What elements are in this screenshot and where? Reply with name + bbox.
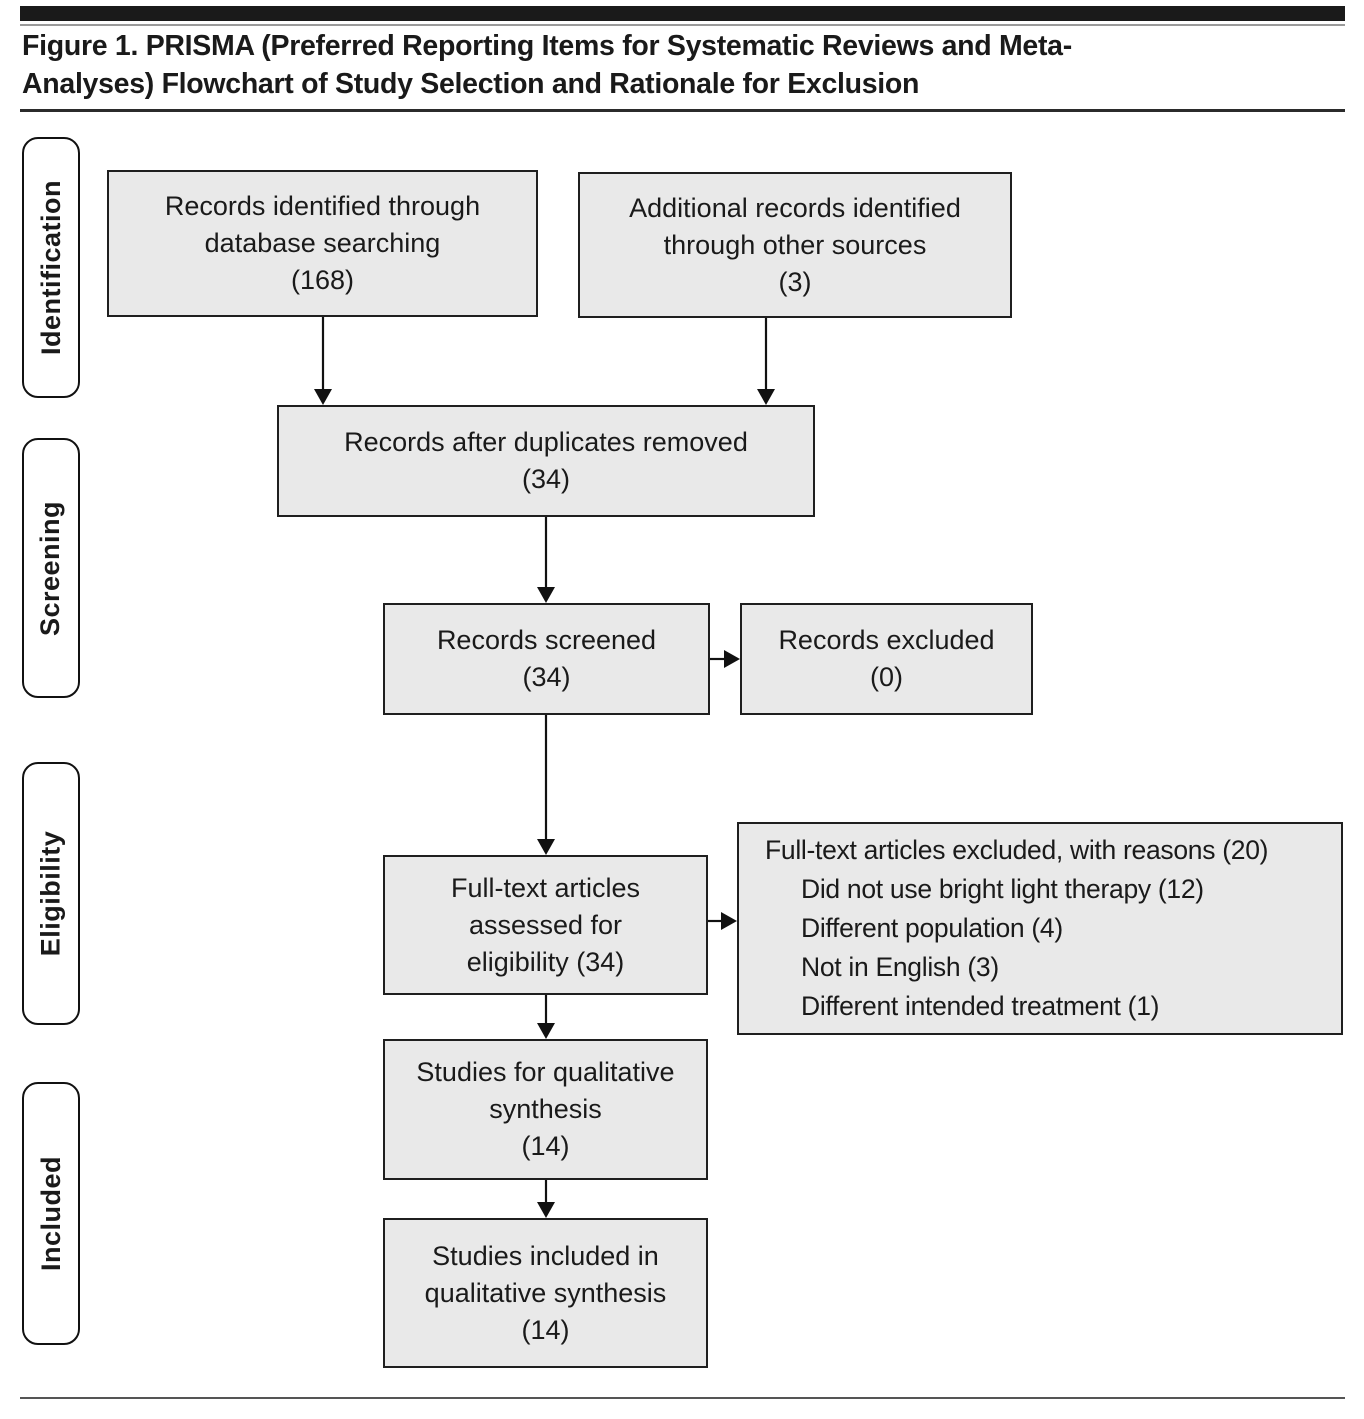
header-bar-hairline [20,24,1345,26]
box-text-line: Full-text articles [450,872,641,903]
bottom-rule [20,1397,1345,1399]
flow-box-records-screened: Records screened (34) [383,603,710,715]
box-text-line: qualitative synthesis [424,1277,667,1308]
exclusion-heading: Full-text articles excluded, with reason… [765,835,1269,865]
box-text-line: (14) [521,1314,570,1345]
box-text-line: (0) [870,662,903,692]
exclusion-reason: Did not use bright light therapy (12) [801,874,1204,904]
exclusion-reason: Different intended treatment (1) [801,991,1160,1021]
box-text-line: Records screened [436,625,657,655]
figure-title: Figure 1. PRISMA (Preferred Reporting It… [22,27,1352,103]
arrow-fulltext-to-exclusions [708,912,737,930]
arrow-fulltext-to-qualitative [537,995,555,1039]
box-text-line: (168) [290,265,355,295]
arrow-duplicates-to-screened [537,517,555,603]
figure-title-line2: Analyses) Flowchart of Study Selection a… [22,68,920,100]
box-text-line: through other sources [663,229,927,260]
box-text-line: Additional records identified [629,192,961,223]
flow-box-included-synthesis: Studies included in qualitative synthesi… [383,1218,708,1368]
stage-label-identification: Identification [22,137,80,398]
stage-label-included: Included [22,1082,80,1345]
box-text-line: Studies for qualitative [416,1057,675,1087]
box-text-line: Records identified through [164,191,481,221]
figure-title-line1: Figure 1. PRISMA (Preferred Reporting It… [22,30,1072,62]
stage-label-text: Included [35,1155,66,1272]
flow-box-records-database: Records identified through database sear… [107,170,538,317]
stage-label-text: Screening [35,500,66,636]
box-text-line: (3) [778,266,812,297]
header-black-bar [20,6,1345,21]
flow-box-records-other-sources: Additional records identified through ot… [578,172,1012,318]
title-divider-rule [20,109,1345,112]
flow-box-qualitative-synthesis: Studies for qualitative synthesis (14) [383,1039,708,1180]
arrow-screened-to-excluded [710,650,740,668]
flow-box-fulltext-excluded: Full-text articles excluded, with reason… [737,822,1343,1035]
box-text-line: synthesis [489,1094,602,1124]
box-text-line: assessed for [468,909,623,940]
box-text-line: eligibility (34) [466,946,625,977]
flow-box-after-duplicates: Records after duplicates removed (34) [277,405,815,517]
arrow-screened-to-fulltext [537,715,555,855]
arrow-database-to-duplicates [314,317,332,405]
arrow-qualitative-to-included [537,1180,555,1218]
flow-box-records-excluded: Records excluded (0) [740,603,1033,715]
box-text-line: database searching [204,228,441,258]
exclusion-reason: Different population (4) [801,913,1063,943]
box-text-line: (34) [522,662,571,692]
exclusion-reason: Not in English (3) [801,952,999,982]
flow-box-fulltext-assessed: Full-text articles assessed for eligibil… [383,855,708,995]
box-text-line: Records excluded [778,625,995,655]
box-text-line: (34) [521,464,570,494]
stage-label-screening: Screening [22,438,80,698]
stage-label-text: Identification [35,180,66,355]
box-text-line: (14) [521,1131,570,1161]
stage-label-text: Eligibility [35,830,66,957]
arrow-other-sources-to-duplicates [757,318,775,405]
box-text-line: Studies included in [432,1240,659,1271]
box-text-line: Records after duplicates removed [344,427,748,457]
stage-label-eligibility: Eligibility [22,762,80,1025]
